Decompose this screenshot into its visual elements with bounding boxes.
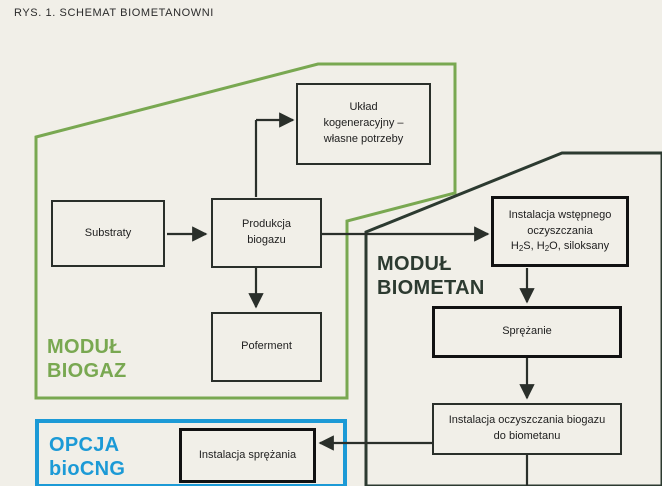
node-substraty: Substraty <box>51 200 165 267</box>
node-wstepne-line1: Instalacja wstępnego <box>508 208 612 221</box>
node-produkcja-biogazu: Produkcja biogazu <box>211 198 322 268</box>
node-kogeneracja: Układ kogeneracyjny – własne potrzeby <box>296 83 431 165</box>
node-poferment-label: Poferment <box>241 340 292 353</box>
node-oczyszczanie-label: Instalacja oczyszczania biogazu do biome… <box>448 414 606 442</box>
node-oczyszczanie-biogazu: Instalacja oczyszczania biogazu do biome… <box>432 403 622 455</box>
node-sprezanie: Sprężanie <box>432 306 622 358</box>
node-wstepne-formula: H2S, H2O, siloksany <box>510 240 610 254</box>
node-sprezanie-label: Sprężanie <box>502 325 552 338</box>
option-biocng-outline <box>35 419 347 486</box>
module-biometan-label: MODUŁ BIOMETAN <box>377 253 485 299</box>
node-poferment: Poferment <box>211 312 322 382</box>
node-produkcja-label: Produkcja biogazu <box>242 218 291 246</box>
module-biogaz-outline <box>34 62 457 400</box>
figure-title: RYS. 1. SCHEMAT BIOMETANOWNI <box>14 7 214 19</box>
node-kogeneracja-label: Układ kogeneracyjny – własne potrzeby <box>323 101 404 145</box>
node-wstepne-line2: oczyszczania <box>527 224 593 237</box>
node-instalacja-wstepnego-oczyszczania: Instalacja wstępnego oczyszczania H2S, H… <box>491 196 629 267</box>
module-biogaz-label: MODUŁ BIOGAZ <box>47 336 127 382</box>
node-substraty-label: Substraty <box>84 226 132 239</box>
node-instalacja-sprezania: Instalacja sprężania <box>179 428 316 483</box>
node-instalacja-sprezania-label: Instalacja sprężania <box>198 448 297 461</box>
option-biocng-label: OPCJA bioCNG <box>49 434 126 480</box>
